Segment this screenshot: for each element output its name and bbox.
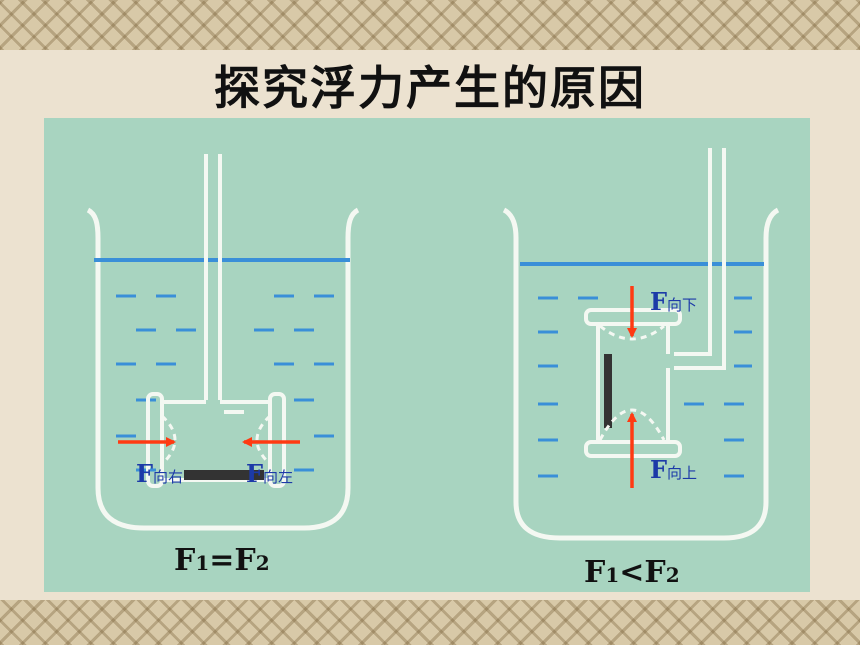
left-equation: F1=F2 bbox=[174, 543, 270, 578]
right-membrane-top bbox=[599, 324, 665, 341]
left-beaker-outline bbox=[86, 207, 360, 531]
right-side-plate bbox=[604, 354, 612, 428]
right-beaker: F向下 F向上 F1<F2 bbox=[502, 148, 780, 590]
label-f-rightward: F向右 bbox=[136, 459, 183, 488]
diagram-panel: F向右 F向左 F1=F2 bbox=[44, 118, 810, 592]
right-equation: F1<F2 bbox=[584, 555, 680, 590]
label-f-leftward: F向左 bbox=[246, 459, 293, 488]
right-membrane-bottom bbox=[598, 408, 666, 441]
decorative-border-top bbox=[0, 0, 860, 50]
buoyancy-diagram: F向右 F向左 F1=F2 bbox=[86, 148, 780, 590]
left-membrane-left bbox=[160, 414, 177, 466]
page-title: 探究浮力产生的原因 bbox=[214, 61, 646, 115]
right-bent-tube bbox=[674, 148, 726, 370]
decorative-border-bottom bbox=[0, 600, 860, 645]
left-beaker: F向右 F向左 F1=F2 bbox=[86, 154, 360, 578]
label-f-upward: F向上 bbox=[650, 455, 697, 484]
left-base-plate bbox=[184, 470, 264, 480]
label-f-downward: F向下 bbox=[650, 287, 697, 316]
left-water-ripples bbox=[116, 294, 334, 472]
left-box bbox=[146, 392, 286, 488]
left-tube bbox=[204, 154, 222, 400]
left-membrane-right bbox=[255, 414, 272, 466]
right-water-ripples bbox=[538, 296, 752, 478]
right-beaker-outline bbox=[502, 207, 780, 541]
